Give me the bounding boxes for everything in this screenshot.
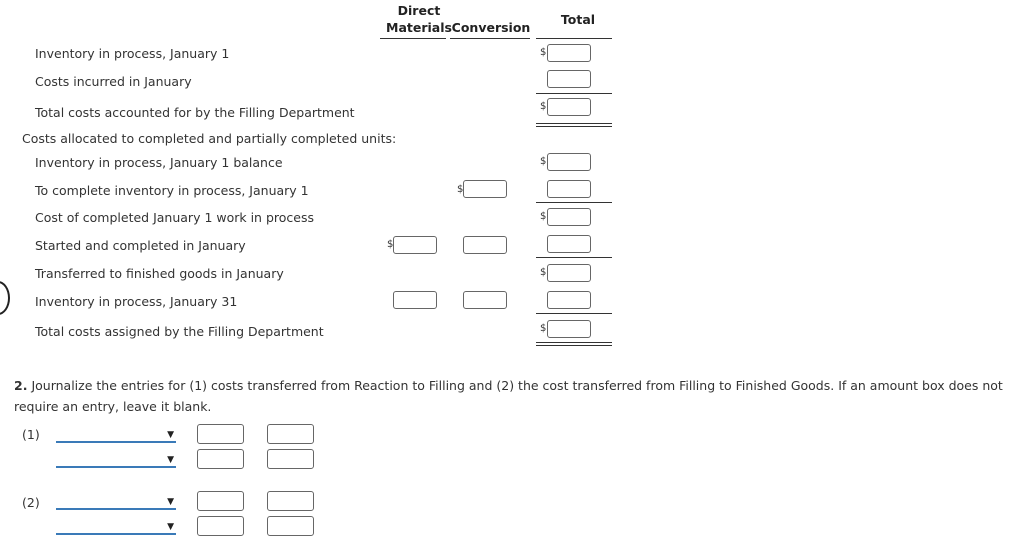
total-to-complete-input[interactable] <box>547 180 591 198</box>
total-cost-completed-input[interactable] <box>547 208 591 226</box>
total-assigned-line <box>536 313 612 314</box>
left-edge-decoration <box>0 281 10 315</box>
header-direct-line1: Direct <box>397 3 441 18</box>
row-label-cost-completed: Cost of completed January 1 work in proc… <box>35 210 314 225</box>
materials-inv-jan31-input[interactable] <box>393 291 437 309</box>
dollar-sign: $ <box>540 101 547 112</box>
header-total: Total <box>560 12 596 27</box>
row-label-started-completed: Started and completed in January <box>35 238 246 253</box>
dollar-sign: $ <box>540 156 547 167</box>
total-completed-line <box>536 202 612 203</box>
total-subtotal-line <box>536 93 612 94</box>
entry-2-credit-debit-amount[interactable] <box>197 516 244 536</box>
part2-instructions: 2. Journalize the entries for (1) costs … <box>14 375 1019 417</box>
entry-2-credit-amount[interactable] <box>267 516 314 536</box>
row-label-costs-allocated: Costs allocated to completed and partial… <box>22 131 397 146</box>
chevron-down-icon: ▼ <box>167 455 174 465</box>
row-label-transferred: Transferred to finished goods in January <box>35 266 284 281</box>
row-label-inv-jan31: Inventory in process, January 31 <box>35 294 238 309</box>
chevron-down-icon: ▼ <box>167 430 174 440</box>
total-inv-jan1-balance-input[interactable] <box>547 153 591 171</box>
row-label-costs-incurred: Costs incurred in January <box>35 74 192 89</box>
entry-1-debit-account-select[interactable]: ▼ <box>56 427 176 443</box>
total-accounted-double-underline <box>536 123 612 127</box>
entry-2-debit-amount[interactable] <box>197 491 244 511</box>
total-assigned-input[interactable] <box>547 320 591 338</box>
header-underline-materials <box>380 38 446 39</box>
dollar-sign: $ <box>540 267 547 278</box>
row-label-to-complete: To complete inventory in process, Januar… <box>35 183 309 198</box>
entry-2-label: (2) <box>22 495 40 510</box>
row-label-total-assigned: Total costs assigned by the Filling Depa… <box>35 324 324 339</box>
total-transferred-line <box>536 257 612 258</box>
entry-1-credit-account-select[interactable]: ▼ <box>56 452 176 468</box>
part2-number: 2. <box>14 378 28 393</box>
dollar-sign: $ <box>540 211 547 222</box>
total-transferred-input[interactable] <box>547 264 591 282</box>
header-underline-total <box>536 38 612 39</box>
dollar-sign: $ <box>540 47 547 58</box>
chevron-down-icon: ▼ <box>167 497 174 507</box>
total-inv-jan1-input[interactable] <box>547 44 591 62</box>
total-accounted-input[interactable] <box>547 98 591 116</box>
row-label-inv-jan1: Inventory in process, January 1 <box>35 46 230 61</box>
entry-2-credit-account-select[interactable]: ▼ <box>56 519 176 535</box>
conversion-to-complete-input[interactable] <box>463 180 507 198</box>
entry-2-debit-credit-amount[interactable] <box>267 491 314 511</box>
row-label-inv-jan1-balance: Inventory in process, January 1 balance <box>35 155 283 170</box>
chevron-down-icon: ▼ <box>167 522 174 532</box>
entry-1-credit-amount[interactable] <box>267 449 314 469</box>
entry-1-label: (1) <box>22 427 40 442</box>
total-assigned-double-underline <box>536 342 612 346</box>
total-costs-incurred-input[interactable] <box>547 70 591 88</box>
part2-instructions-text: Journalize the entries for (1) costs tra… <box>14 378 1003 414</box>
total-inv-jan31-input[interactable] <box>547 291 591 309</box>
dollar-sign: $ <box>457 184 464 195</box>
conversion-started-completed-input[interactable] <box>463 236 507 254</box>
header-underline-conversion <box>450 38 530 39</box>
entry-2-debit-account-select[interactable]: ▼ <box>56 494 176 510</box>
entry-1-credit-debit-amount[interactable] <box>197 449 244 469</box>
total-started-completed-input[interactable] <box>547 235 591 253</box>
header-conversion: Conversion <box>451 20 531 35</box>
row-label-total-accounted: Total costs accounted for by the Filling… <box>35 105 355 120</box>
header-materials-line2: Materials <box>386 20 452 35</box>
header-direct-materials: Direct Materials <box>378 2 460 36</box>
dollar-sign: $ <box>540 323 547 334</box>
conversion-inv-jan31-input[interactable] <box>463 291 507 309</box>
dollar-sign: $ <box>387 239 394 250</box>
entry-1-debit-amount[interactable] <box>197 424 244 444</box>
entry-1-debit-credit-amount[interactable] <box>267 424 314 444</box>
materials-started-completed-input[interactable] <box>393 236 437 254</box>
